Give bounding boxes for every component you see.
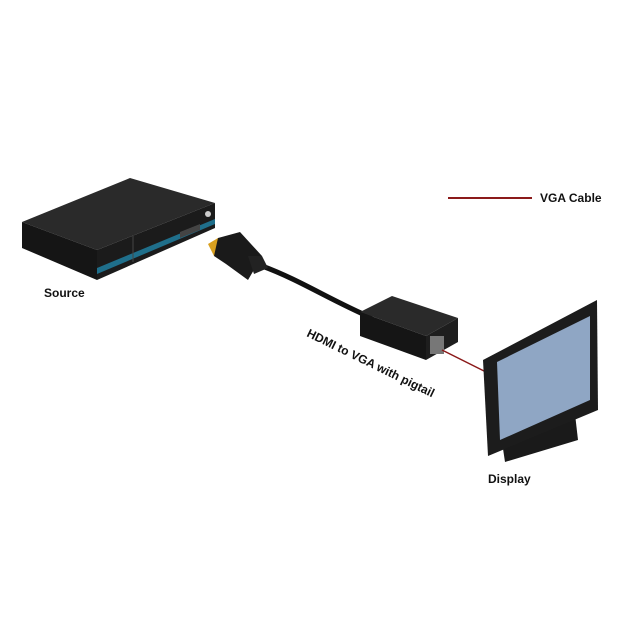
legend-vga-label: VGA Cable — [540, 191, 602, 205]
hdmi-cable — [208, 232, 373, 321]
display-monitor — [483, 300, 598, 462]
vga-port — [430, 336, 444, 354]
power-led — [205, 211, 211, 217]
hdmi-plug — [214, 232, 262, 280]
source-label: Source — [44, 286, 85, 300]
hdmi-vga-adapter — [360, 296, 458, 360]
display-label: Display — [488, 472, 531, 486]
hdmi-port — [180, 224, 200, 238]
legend: VGA Cable — [448, 191, 602, 205]
source-device — [22, 178, 215, 280]
monitor-screen — [497, 316, 590, 440]
vga-cable — [441, 349, 491, 375]
